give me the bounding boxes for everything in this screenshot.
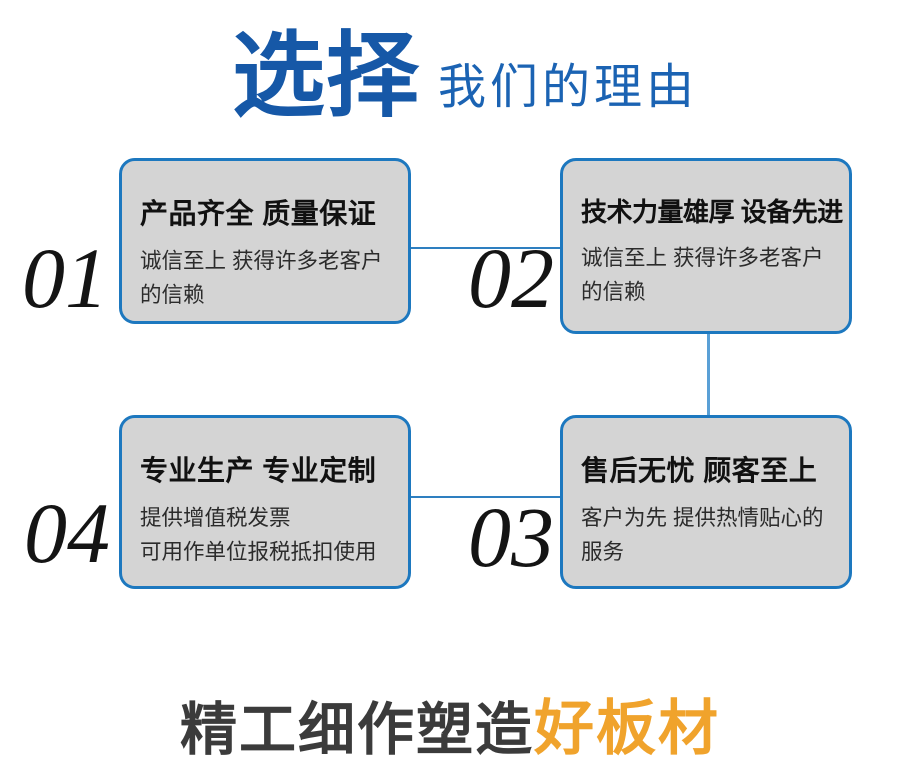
card-description: 诚信至上 获得许多老客户 的信赖 bbox=[581, 246, 824, 304]
card-description: 客户为先 提供热情贴心的 服务 bbox=[581, 506, 824, 564]
step-number-03: 03 bbox=[468, 489, 554, 585]
card-title: 技术力量雄厚 设备先进 bbox=[581, 197, 843, 227]
connector-line-top bbox=[411, 247, 560, 249]
tagline-accent-text: 好板材 bbox=[534, 695, 720, 757]
card-description: 诚信至上 获得许多老客户 的信赖 bbox=[140, 249, 383, 307]
feature-card-04: 专业生产 专业定制 提供增值税发票 可用作单位报税抵扣使用 bbox=[119, 415, 411, 589]
step-number-01: 01 bbox=[22, 230, 108, 326]
feature-card-02: 技术力量雄厚 设备先进 诚信至上 获得许多老客户 的信赖 bbox=[560, 158, 852, 334]
connector-line-vertical bbox=[707, 333, 710, 415]
card-title: 售后无忧 顾客至上 bbox=[581, 455, 818, 486]
card-title: 产品齐全 质量保证 bbox=[140, 198, 377, 229]
connector-line-bottom bbox=[411, 496, 560, 498]
step-number-02: 02 bbox=[468, 230, 554, 326]
title-sub: 我们的理由 bbox=[438, 61, 699, 114]
feature-card-03: 售后无忧 顾客至上 客户为先 提供热情贴心的 服务 bbox=[560, 415, 852, 589]
card-description: 提供增值税发票 可用作单位报税抵扣使用 bbox=[140, 506, 377, 564]
step-number-04: 04 bbox=[24, 485, 110, 581]
title-main: 选择 bbox=[232, 24, 420, 128]
card-title: 专业生产 专业定制 bbox=[140, 455, 377, 486]
feature-card-01: 产品齐全 质量保证 诚信至上 获得许多老客户 的信赖 bbox=[119, 158, 411, 324]
tagline-dark-text: 精工细作塑造 bbox=[180, 698, 534, 757]
tagline: 精工细作塑造好板材 bbox=[0, 680, 900, 757]
page-title: 选择 我们的理由 bbox=[232, 30, 698, 123]
